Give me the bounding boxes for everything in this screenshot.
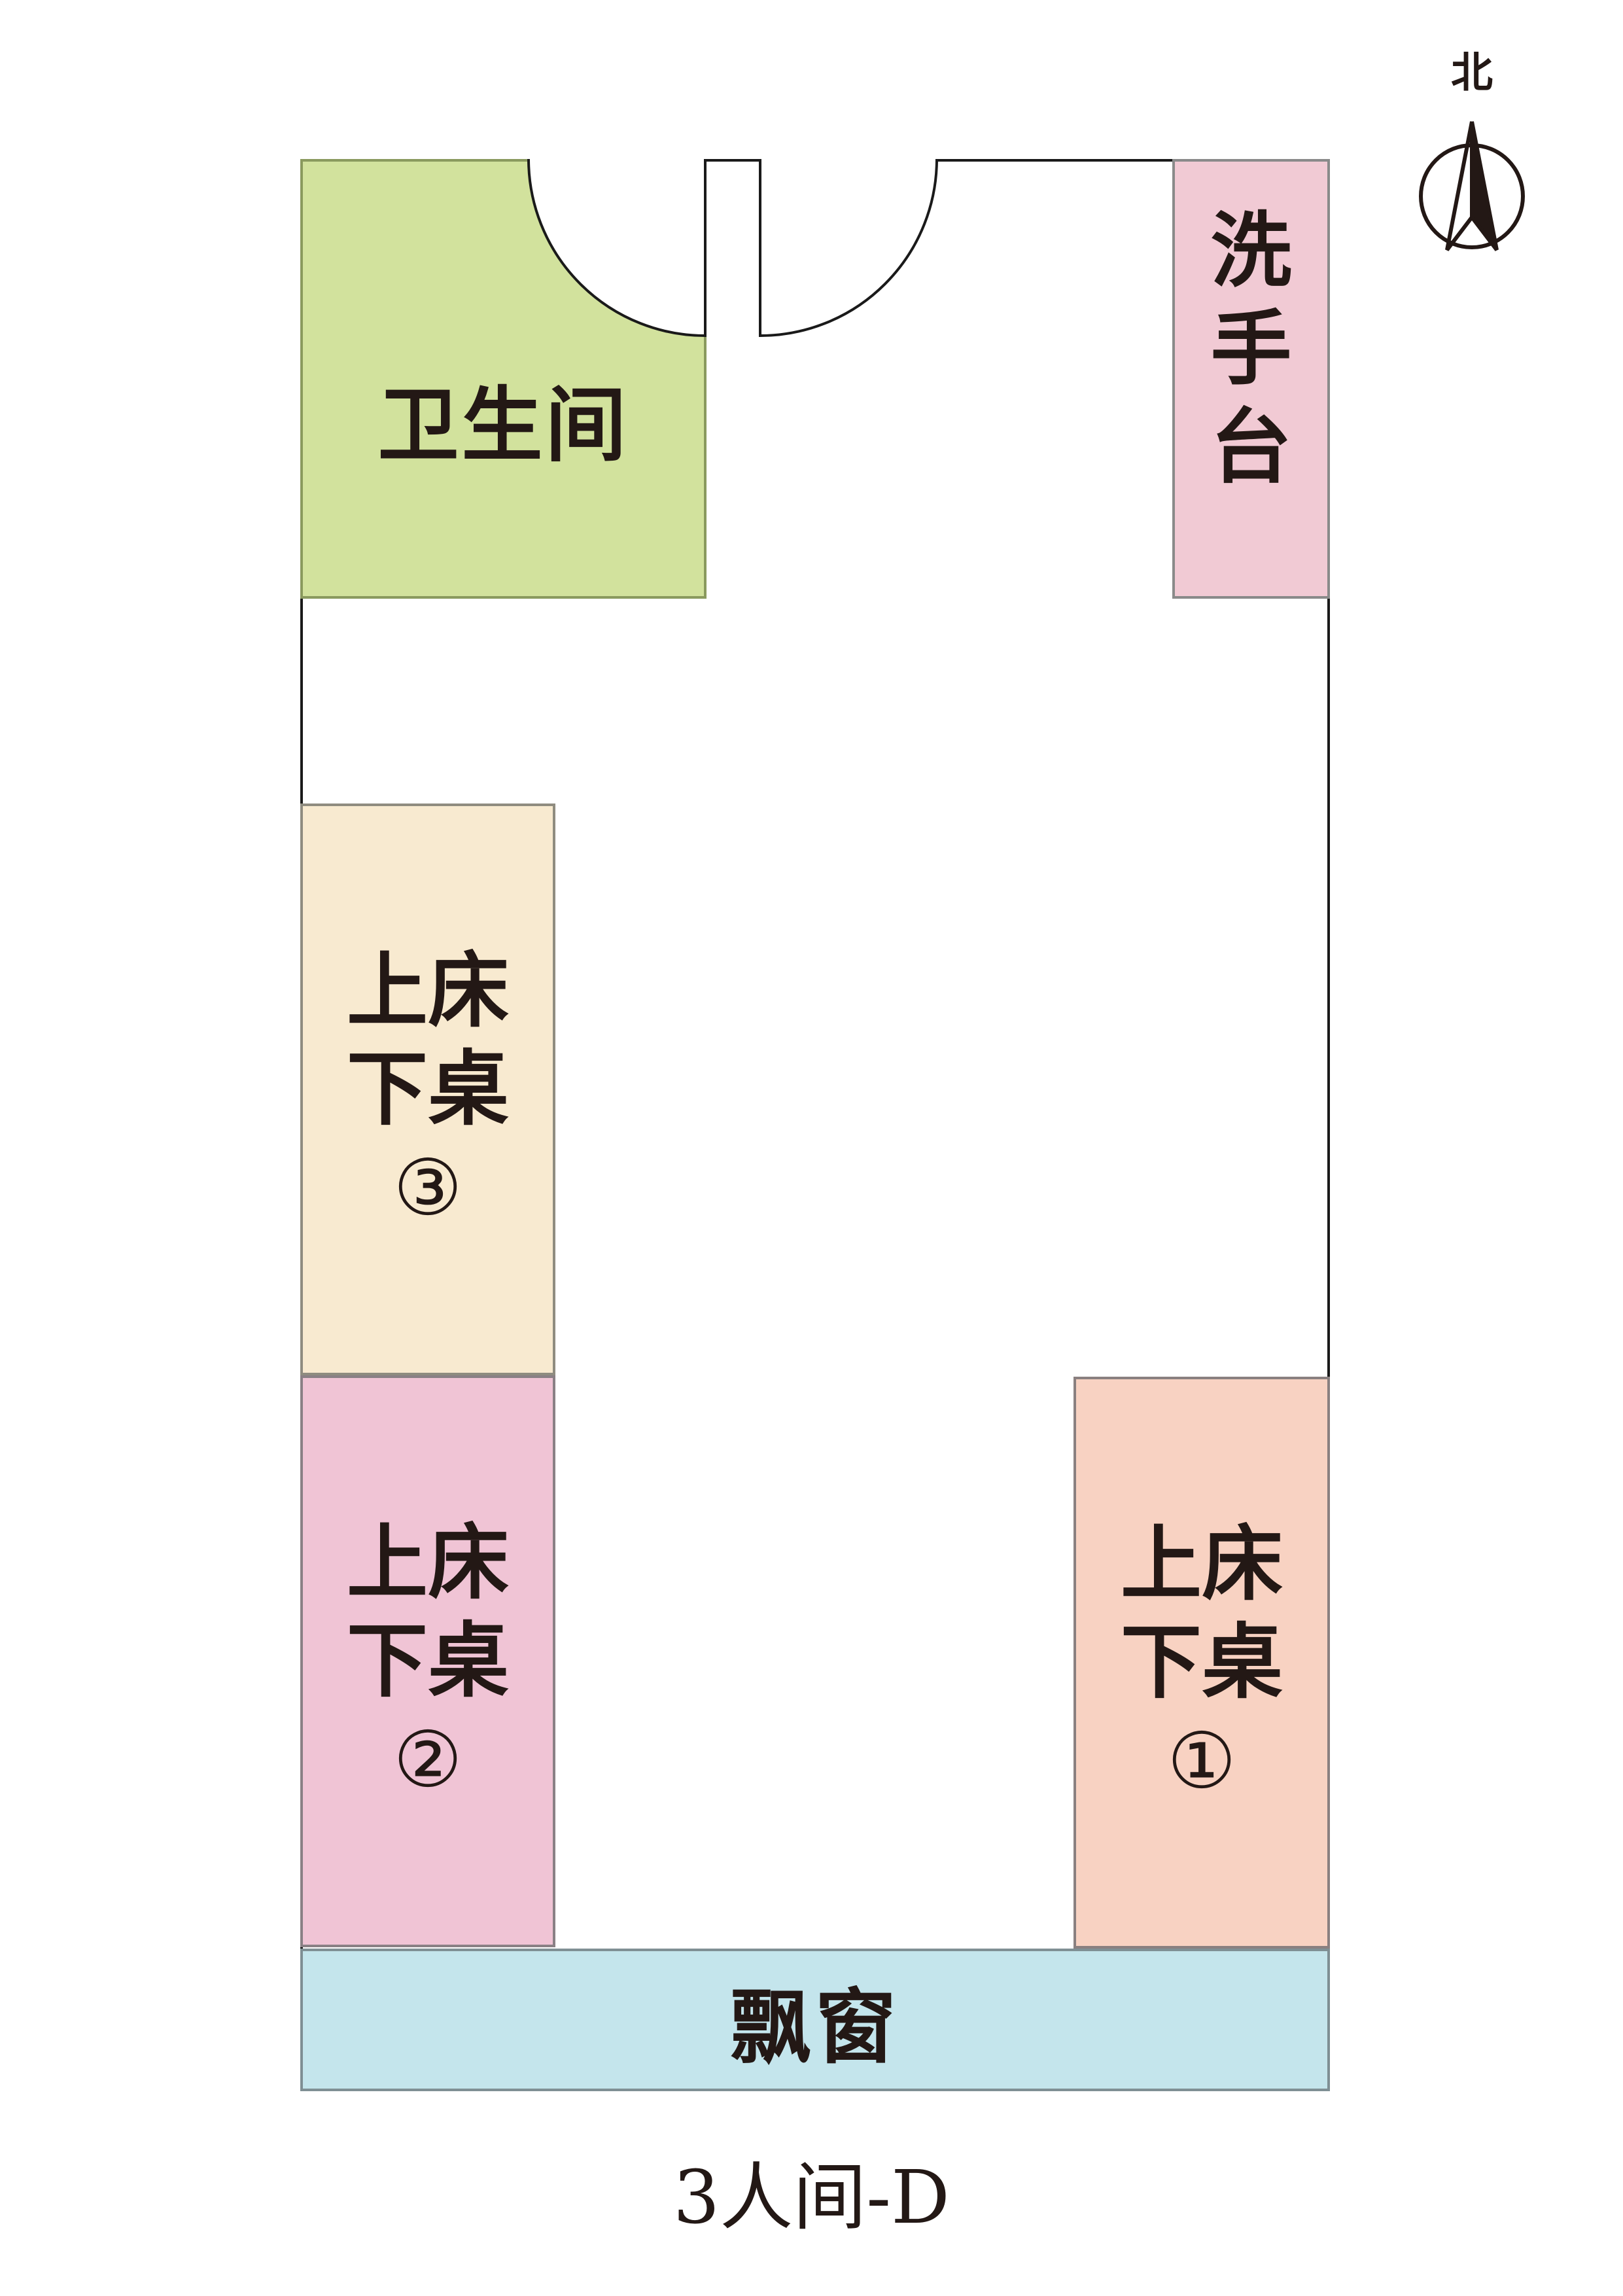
bathroom-label: 卫生间: [377, 379, 629, 473]
bed-desk-1: 上床下桌 ①: [1073, 1377, 1330, 1949]
plan-caption: 3人间-D: [673, 2155, 950, 2240]
bed-desk-3: 上床下桌 ③: [300, 804, 555, 1375]
bed-1-label: 上床下桌: [1120, 1517, 1283, 1710]
sink-label: 洗手台: [1210, 204, 1292, 495]
north-arrow-icon: [1419, 121, 1525, 251]
bed-1-number: ①: [1167, 1716, 1236, 1806]
bed-2-label: 上床下桌: [346, 1516, 509, 1708]
north-compass: 北: [1400, 39, 1544, 262]
bay-window-zone: 飘窗: [300, 1949, 1330, 2091]
north-label: 北: [1451, 49, 1493, 97]
bed-3-label: 上床下桌: [346, 944, 509, 1137]
bay-window-label: 飘窗: [729, 1981, 900, 2075]
bed-desk-2: 上床下桌 ②: [300, 1375, 555, 1947]
sink-zone: 洗手台: [1172, 159, 1330, 599]
bathroom-zone: 卫生间: [300, 159, 707, 599]
bed-3-number: ③: [393, 1142, 462, 1233]
bed-2-number: ②: [393, 1714, 462, 1805]
